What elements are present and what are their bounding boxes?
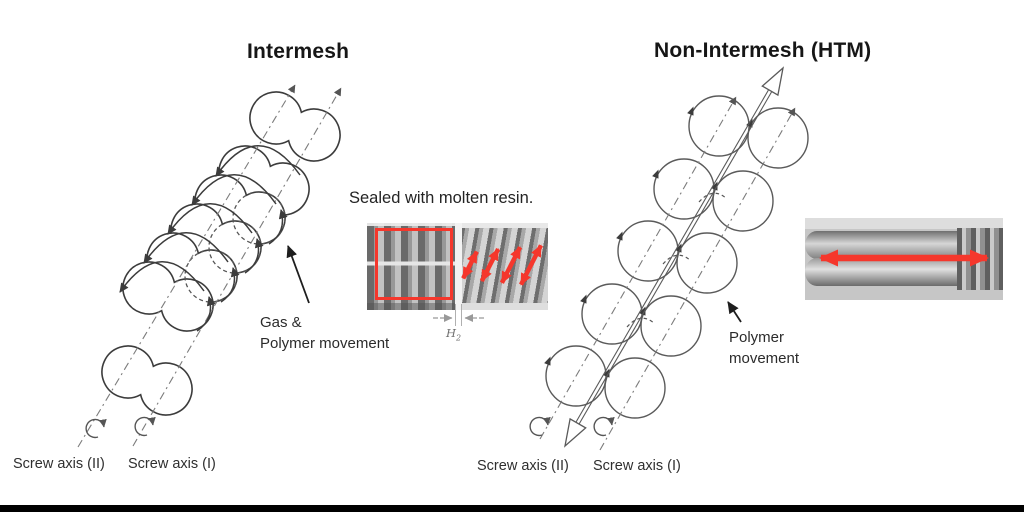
rotation-arrows xyxy=(119,145,301,332)
gap-dimension-label: H2 xyxy=(446,326,461,342)
intermesh-title: Intermesh xyxy=(247,40,350,63)
double-arrow-icon xyxy=(499,246,523,284)
intermesh-cross-section-stack xyxy=(122,145,310,332)
non-intermesh-cross-sections xyxy=(545,95,809,419)
rotation-curl-icon xyxy=(85,418,107,439)
axis-line-ii xyxy=(539,96,737,440)
double-arrow-icon xyxy=(479,247,501,283)
axis-line-i xyxy=(599,107,796,451)
gap-label-symbol: H xyxy=(446,326,457,340)
open-arrowhead-up xyxy=(761,66,784,97)
photo-background-band xyxy=(805,218,1003,230)
non-intermesh-axis-label-ii: Screw axis (II) xyxy=(477,458,569,474)
non-intermesh-screw-axes xyxy=(539,96,796,451)
intermesh-screw-axes xyxy=(77,84,342,448)
double-arrow-icon xyxy=(518,244,544,286)
gas-polymer-movement-label: Gas & Polymer movement xyxy=(260,312,389,354)
axis-line-i xyxy=(132,87,342,447)
hidden-contact-arcs xyxy=(626,192,728,328)
rotation-curl-icon xyxy=(593,416,615,437)
gas-polymer-pointer-arrow xyxy=(286,245,310,304)
gas-polymer-line1: Gas & xyxy=(260,314,302,331)
gas-polymer-line2: Polymer movement xyxy=(260,335,390,352)
rotation-curl-icon xyxy=(529,416,551,437)
rotation-arrow xyxy=(196,296,216,332)
intermesh-screw-photo xyxy=(367,223,548,310)
non-intermesh-axis-label-i: Screw axis (I) xyxy=(593,458,681,474)
polymer-movement-label: Polymer movement xyxy=(729,327,799,369)
gap-label-subscript: 2 xyxy=(456,333,462,343)
intermesh-axis-label-ii: Screw axis (II) xyxy=(13,456,105,472)
non-intermesh-screw-photo xyxy=(805,218,1003,300)
polymer-line2: movement xyxy=(729,350,800,367)
rotation-arrow xyxy=(119,261,205,293)
axial-flow-arrow xyxy=(564,66,784,448)
non-intermesh-diagram xyxy=(529,66,809,451)
circle-rotation-arrowheads xyxy=(544,105,756,378)
gas-leak-double-arrows xyxy=(461,244,544,286)
intermesh-diagram xyxy=(77,84,342,448)
screw-gap-strip xyxy=(455,223,462,310)
axis-line-ii xyxy=(77,84,296,448)
rotation-arrow xyxy=(167,203,253,235)
bottom-border-bar xyxy=(0,505,1024,512)
bottom-cross-section xyxy=(101,345,193,416)
leak-arrows-overlay xyxy=(461,244,544,286)
axis-rotation-curls xyxy=(529,416,615,437)
polymer-line1: Polymer xyxy=(729,329,785,346)
axis-rotation-curls xyxy=(85,416,156,439)
rotation-curl-icon xyxy=(134,416,156,437)
intermesh-axis-label-i: Screw axis (I) xyxy=(128,456,216,472)
rotation-arrow xyxy=(220,267,240,303)
sealed-caption: Sealed with molten resin. xyxy=(349,189,534,207)
rotation-arrow xyxy=(244,238,264,274)
top-cross-section xyxy=(249,91,341,162)
rotation-arrow xyxy=(143,232,229,264)
rotation-arrow xyxy=(268,209,288,245)
kneading-block-section xyxy=(367,223,455,310)
non-intermesh-title: Non-Intermesh (HTM) xyxy=(654,39,872,62)
hidden-lobe-contours xyxy=(184,191,286,303)
rotation-arrow xyxy=(191,174,277,206)
sealed-zone-highlight-box xyxy=(375,228,453,300)
open-arrowhead-down xyxy=(564,417,587,448)
polymer-pointer-arrow xyxy=(727,301,742,323)
polymer-flow-arrow-overlay xyxy=(819,249,989,267)
rotation-arrow xyxy=(215,145,301,177)
double-arrow-icon xyxy=(461,250,479,280)
